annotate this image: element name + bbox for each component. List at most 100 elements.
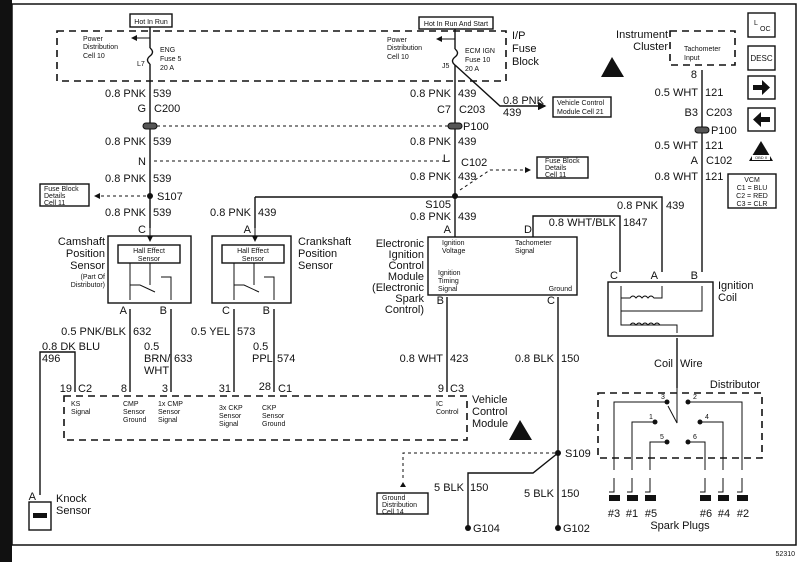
svg-text:ENG: ENG [160, 47, 175, 54]
svg-text:0.5 YEL: 0.5 YEL [191, 326, 230, 338]
hot-in-run-and-start-header: Hot In Run And Start [418, 16, 494, 30]
svg-text:C2 = RED: C2 = RED [736, 193, 768, 200]
svg-text:439: 439 [458, 136, 476, 148]
svg-text:C3: C3 [450, 383, 464, 395]
svg-text:C102: C102 [461, 157, 487, 169]
obd2-icon: OBD II [749, 141, 773, 161]
svg-text:Power: Power [387, 37, 408, 44]
svg-text:Hall Effect: Hall Effect [133, 248, 165, 255]
svg-text:Fuse 5: Fuse 5 [160, 56, 182, 63]
svg-text:Spark Plugs: Spark Plugs [650, 520, 710, 532]
svg-text:P100: P100 [711, 125, 737, 137]
vcm-cell21-ref[interactable]: Vehicle Control Module Cell 21 [552, 96, 612, 118]
svg-text:A: A [29, 491, 37, 503]
svg-text:0.8 PNK: 0.8 PNK [105, 173, 147, 185]
spark-plug-icon [645, 478, 656, 501]
svg-text:Ignition: Ignition [718, 280, 753, 292]
svg-text:439: 439 [458, 211, 476, 223]
svg-text:0.8 PNK: 0.8 PNK [410, 88, 452, 100]
svg-text:S105: S105 [425, 199, 451, 211]
svg-text:0.8 PNK: 0.8 PNK [105, 207, 147, 219]
svg-text:496: 496 [42, 353, 60, 365]
knock-sensor: A Knock Sensor [28, 491, 91, 531]
svg-text:0.8 PNK: 0.8 PNK [105, 136, 147, 148]
svg-text:#3: #3 [608, 508, 620, 520]
svg-text:539: 539 [153, 136, 171, 148]
svg-text:Control: Control [389, 260, 424, 272]
svg-text:L: L [754, 20, 758, 27]
spark-plug-icon [627, 478, 638, 501]
svg-text:B: B [437, 295, 444, 307]
arrow-left-icon [753, 112, 770, 127]
svg-text:150: 150 [561, 353, 579, 365]
svg-text:Cell 10: Cell 10 [387, 54, 409, 61]
electronic-ignition-control-module: Electronic Ignition Control Module (Elec… [372, 215, 647, 526]
svg-text:D: D [524, 224, 532, 236]
svg-text:Sensor: Sensor [262, 413, 285, 420]
svg-text:0.8 WHT: 0.8 WHT [655, 171, 699, 183]
svg-text:IC: IC [436, 401, 443, 408]
svg-text:0.8 BLK: 0.8 BLK [515, 353, 555, 365]
ip-fuse-block: Power Distribution Cell 10 ENG Fuse 5 20… [56, 30, 539, 82]
svg-text:A: A [651, 270, 659, 282]
svg-text:S107: S107 [157, 191, 183, 203]
svg-text:C203: C203 [706, 107, 732, 119]
svg-text:Distribution: Distribution [382, 502, 417, 509]
fuse-block-details-right-ref[interactable]: Fuse Block Details Cell 11 [536, 156, 589, 179]
svg-text:#6: #6 [700, 508, 712, 520]
svg-text:#5: #5 [645, 508, 657, 520]
hot-in-run-header: Hot In Run [129, 13, 173, 28]
diagram-border [11, 3, 797, 546]
svg-text:I/P: I/P [512, 30, 525, 42]
svg-text:574: 574 [277, 353, 295, 365]
svg-text:0.5 WHT: 0.5 WHT [655, 140, 699, 152]
svg-text:C: C [222, 305, 230, 317]
camshaft-position-sensor: Hall Effect Sensor Camshaft Position Sen… [58, 228, 192, 317]
svg-text:Sensor: Sensor [242, 256, 265, 263]
prev-arrow-button[interactable] [747, 107, 776, 132]
svg-text:(Part Of: (Part Of [80, 274, 105, 281]
svg-text:0.8 PNK: 0.8 PNK [617, 200, 659, 212]
fuse-block-details-left-ref[interactable]: Fuse Block Details Cell 11 [39, 183, 90, 207]
svg-text:4: 4 [705, 414, 709, 421]
svg-text:Position: Position [298, 248, 337, 260]
svg-text:20 A: 20 A [465, 66, 479, 73]
svg-text:5 BLK: 5 BLK [524, 488, 555, 500]
svg-text:Sensor: Sensor [56, 505, 91, 517]
svg-text:Fuse Block: Fuse Block [545, 158, 580, 165]
svg-text:121: 121 [705, 87, 723, 99]
svg-text:Ground: Ground [262, 421, 285, 428]
svg-text:6: 6 [693, 434, 697, 441]
svg-text:S109: S109 [565, 448, 591, 460]
diagram-id: 52310 [776, 551, 796, 558]
svg-text:20 A: 20 A [160, 65, 174, 72]
desc-button[interactable]: DESC [747, 45, 776, 71]
svg-text:0.8 PNK: 0.8 PNK [105, 88, 147, 100]
svg-text:Sensor: Sensor [123, 409, 146, 416]
svg-text:3: 3 [661, 394, 665, 401]
svg-text:OBD II: OBD II [755, 155, 767, 160]
svg-text:8: 8 [691, 69, 697, 81]
svg-text:L7: L7 [137, 61, 145, 68]
vcm-connector-legend: VCM C1 = BLU C2 = RED C3 = CLR [727, 173, 777, 209]
svg-text:439: 439 [503, 107, 521, 119]
loc-button[interactable]: LOC [747, 12, 776, 38]
next-arrow-button[interactable] [747, 75, 776, 100]
svg-text:P100: P100 [463, 121, 489, 133]
svg-text:WHT: WHT [144, 365, 169, 377]
svg-text:1x CMP: 1x CMP [158, 401, 183, 408]
instrument-cluster: Instrument Cluster Tachometer Input [616, 29, 736, 66]
svg-text:C200: C200 [154, 103, 180, 115]
svg-text:Distribution: Distribution [387, 45, 422, 52]
svg-text:ECM IGN: ECM IGN [465, 48, 495, 55]
svg-text:(Electronic: (Electronic [372, 282, 424, 294]
fuse-ecm-icon [451, 48, 459, 66]
svg-text:Spark: Spark [395, 293, 424, 305]
svg-text:Instrument: Instrument [616, 29, 668, 41]
svg-text:Ignition: Ignition [438, 270, 461, 277]
svg-text:A: A [244, 224, 252, 236]
svg-text:A: A [691, 155, 699, 167]
ground-distribution-ref[interactable]: Ground Distribution Cell 14 [376, 492, 429, 516]
